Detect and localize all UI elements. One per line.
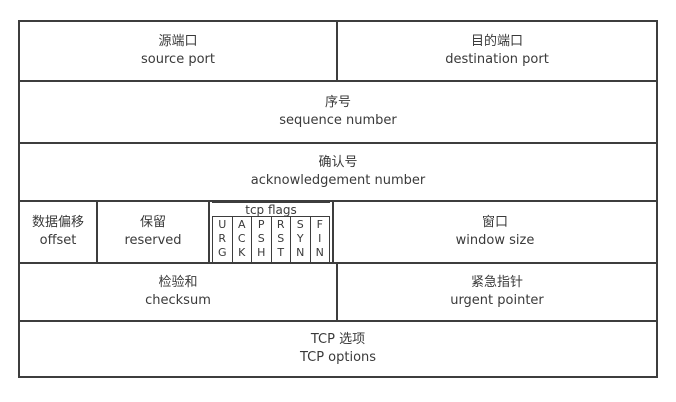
flag-syn-letter-3: N	[296, 246, 305, 259]
cell-data-offset-cn: 数据偏移	[31, 215, 84, 231]
flag-rst-letter-3: T	[277, 246, 285, 259]
cell-reserved: 保留 reserved	[98, 202, 210, 262]
row-checksum: 检验和 checksum 紧急指针 urgent pointer	[20, 264, 656, 322]
flag-ack: A C K	[233, 217, 252, 262]
row-sequence-number: 序号 sequence number	[20, 82, 656, 144]
flag-syn: S Y N	[291, 217, 311, 262]
flag-fin-letter-2: I	[318, 232, 322, 245]
cell-source-port-en: source port	[141, 52, 215, 67]
cell-checksum-en: checksum	[145, 293, 211, 308]
flag-psh-letter-3: H	[257, 246, 266, 259]
flag-urg: U R G	[212, 217, 233, 262]
tcp-flags-cells: U R G A C K P S H R S T	[212, 217, 330, 262]
cell-urgent-pointer-cn: 紧急指针	[470, 275, 523, 291]
flag-fin-letter-3: N	[315, 246, 324, 259]
row-tcp-options: TCP 选项 TCP options	[20, 322, 656, 376]
cell-sequence-number-cn: 序号	[324, 95, 351, 111]
cell-source-port-cn: 源端口	[158, 34, 198, 50]
flag-ack-letter-3: K	[238, 246, 246, 259]
cell-urgent-pointer-en: urgent pointer	[450, 293, 544, 308]
cell-destination-port-cn: 目的端口	[470, 34, 523, 50]
cell-checksum-cn: 检验和	[158, 275, 198, 291]
cell-reserved-en: reserved	[124, 233, 182, 248]
row-ports: 源端口 source port 目的端口 destination port	[20, 22, 656, 82]
cell-tcp-options-cn: TCP 选项	[310, 332, 366, 348]
cell-checksum: 检验和 checksum	[20, 264, 338, 320]
cell-acknowledgement-number-en: acknowledgement number	[250, 173, 426, 188]
flag-syn-letter-2: Y	[296, 232, 304, 245]
cell-destination-port: 目的端口 destination port	[338, 22, 656, 80]
cell-data-offset-en: offset	[39, 233, 77, 248]
flag-urg-letter-2: R	[218, 232, 227, 245]
flag-rst-letter-2: S	[277, 232, 285, 245]
cell-reserved-cn: 保留	[139, 215, 166, 231]
tcp-flags-group: tcp flags U R G A C K P S H	[210, 202, 334, 262]
flag-rst-letter-1: R	[276, 218, 285, 231]
flag-rst: R S T	[272, 217, 291, 262]
cell-data-offset: 数据偏移 offset	[20, 202, 98, 262]
row-flags: 数据偏移 offset 保留 reserved tcp flags U R G …	[20, 202, 656, 264]
cell-acknowledgement-number: 确认号 acknowledgement number	[20, 144, 656, 200]
cell-urgent-pointer: 紧急指针 urgent pointer	[338, 264, 656, 320]
tcp-header-diagram: 源端口 source port 目的端口 destination port 序号…	[18, 20, 658, 378]
cell-sequence-number-en: sequence number	[279, 113, 397, 128]
cell-window-size: 窗口 window size	[334, 202, 656, 262]
flag-psh: P S H	[252, 217, 272, 262]
flag-syn-letter-1: S	[296, 218, 304, 231]
flag-fin: F I N	[311, 217, 330, 262]
cell-destination-port-en: destination port	[445, 52, 549, 67]
flag-ack-letter-1: A	[237, 218, 246, 231]
flag-ack-letter-2: C	[237, 232, 246, 245]
flag-psh-letter-1: P	[257, 218, 265, 231]
flag-urg-letter-3: G	[217, 246, 227, 259]
flag-urg-letter-1: U	[218, 218, 227, 231]
row-acknowledgement-number: 确认号 acknowledgement number	[20, 144, 656, 202]
cell-sequence-number: 序号 sequence number	[20, 82, 656, 142]
flag-psh-letter-2: S	[257, 232, 265, 245]
cell-acknowledgement-number-cn: 确认号	[318, 155, 358, 171]
cell-tcp-options: TCP 选项 TCP options	[20, 322, 656, 376]
cell-source-port: 源端口 source port	[20, 22, 338, 80]
tcp-flags-label: tcp flags	[212, 202, 330, 217]
cell-window-size-cn: 窗口	[481, 215, 508, 231]
cell-window-size-en: window size	[455, 233, 535, 248]
flag-fin-letter-1: F	[316, 218, 323, 231]
cell-tcp-options-en: TCP options	[299, 350, 377, 365]
